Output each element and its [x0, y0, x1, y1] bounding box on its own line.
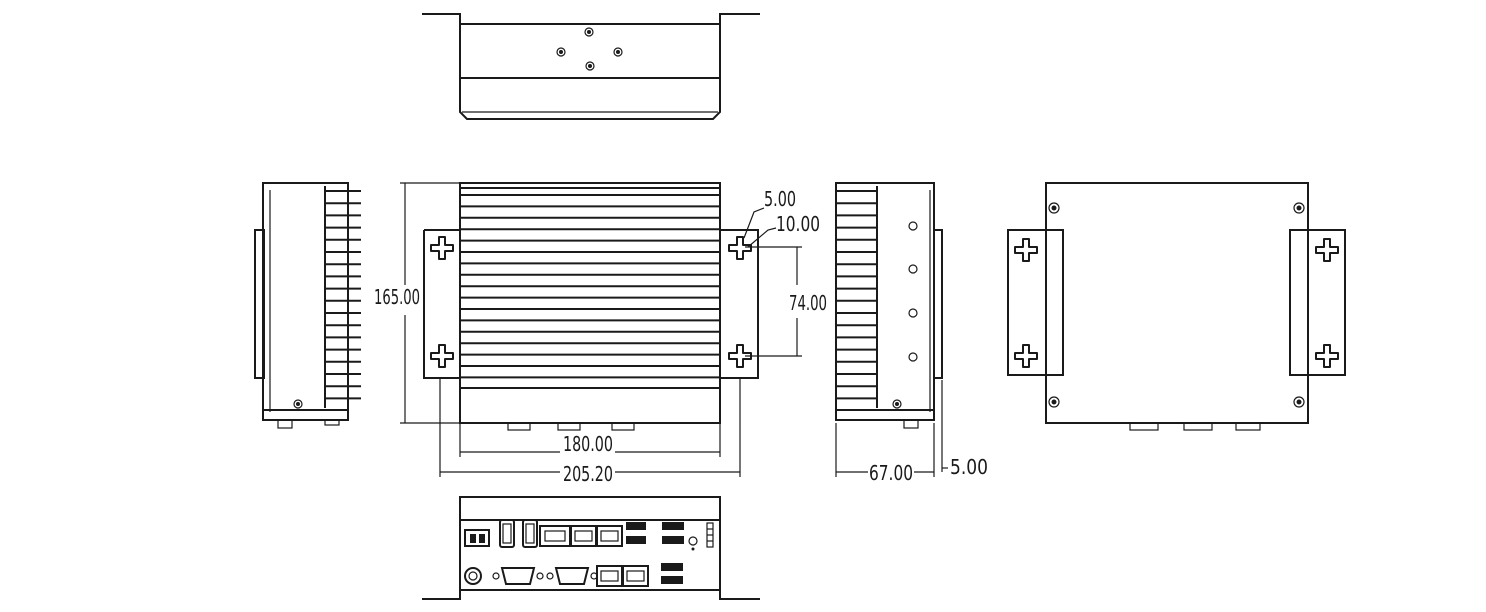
top-view	[422, 13, 760, 120]
bottom-view	[1007, 182, 1346, 431]
dim-bracket-offset-label: 5.00	[950, 455, 988, 479]
mounting-slot	[728, 236, 752, 260]
dimension-lines	[400, 182, 948, 477]
mounting-slot	[1315, 344, 1339, 368]
dim-depth-label: 67.00	[869, 461, 913, 485]
dim-fin-width-label: 180.00	[563, 432, 613, 456]
mounting-slot	[430, 236, 454, 260]
mounting-slot	[430, 344, 454, 368]
mounting-slot	[1014, 344, 1038, 368]
dim-slot-width-label: 5.00	[764, 187, 796, 211]
mounting-slot	[728, 344, 752, 368]
dim-hole-spacing-label: 74.00	[789, 291, 827, 315]
dim-total-width-label: 205.20	[563, 462, 613, 486]
mounting-slot	[1315, 238, 1339, 262]
dim-slot-length-label: 10.00	[776, 212, 820, 236]
front-view	[423, 182, 759, 431]
mounting-slot	[1014, 238, 1038, 262]
right-side-view	[835, 182, 943, 429]
rear-io-view	[422, 496, 760, 600]
dimension-labels: 165.00 180.00 205.20 5.00 10.00 74.00 67…	[374, 187, 988, 486]
left-side-view	[254, 182, 361, 429]
dim-height-label: 165.00	[374, 285, 420, 309]
